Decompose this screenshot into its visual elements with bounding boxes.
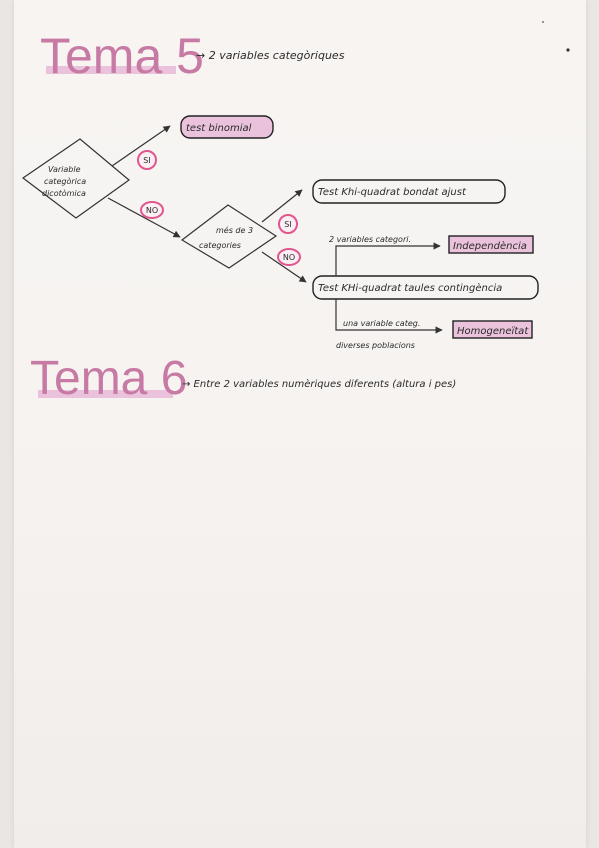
ink-speck-2 bbox=[542, 21, 544, 23]
homogeneitat-label: Homogeneïtat bbox=[457, 326, 529, 337]
branch-a-label: 2 variables categori. bbox=[329, 235, 411, 244]
tema6-title-underline bbox=[38, 390, 173, 398]
arrow-to-taules bbox=[261, 251, 307, 283]
q2-line-2: categories bbox=[199, 241, 241, 250]
q2-line-1: més de 3 bbox=[216, 225, 253, 235]
yes-label-2: SI bbox=[284, 220, 291, 229]
yes-badge-1 bbox=[137, 150, 157, 170]
no-label-1: NO bbox=[146, 206, 158, 215]
ink-speck bbox=[566, 48, 570, 52]
no-label-2: NO bbox=[283, 253, 295, 262]
branch-b-label-1: una variable categ. bbox=[343, 319, 420, 328]
homogeneitat-highlight bbox=[453, 321, 532, 338]
arrow-to-q2 bbox=[107, 197, 181, 238]
root-decision-diamond bbox=[21, 138, 130, 219]
arrow-to-homogeneitat bbox=[335, 299, 443, 334]
taules-box bbox=[312, 275, 539, 300]
binomial-highlight bbox=[181, 116, 273, 138]
root-line-2: categòrica bbox=[44, 176, 86, 186]
root-line-1: Variable bbox=[48, 165, 81, 174]
arrow-to-bondat bbox=[261, 189, 303, 223]
root-line-3: dicotòmica bbox=[42, 188, 86, 198]
independencia-highlight bbox=[449, 236, 533, 253]
branch-b-label-2: diverses poblacions bbox=[336, 341, 415, 350]
notebook-page bbox=[14, 0, 586, 848]
tema6-subtitle: → Entre 2 variables numèriques diferents… bbox=[182, 378, 456, 390]
no-badge-1 bbox=[140, 201, 164, 219]
yes-label-1: SI bbox=[143, 156, 150, 165]
test-taules-label: Test KHi-quadrat taules contingència bbox=[318, 282, 502, 294]
tema5-title-underline bbox=[46, 66, 176, 74]
no-badge-2 bbox=[277, 248, 301, 266]
test-bondat-label: Test Khi-quadrat bondat ajust bbox=[318, 187, 467, 198]
independencia-box bbox=[448, 235, 534, 254]
tema5-title: Tema 5 bbox=[40, 28, 204, 84]
independencia-label: Independència bbox=[453, 240, 527, 252]
binomial-box bbox=[180, 115, 274, 139]
bondat-box bbox=[312, 179, 506, 204]
categories-decision-diamond bbox=[180, 204, 278, 269]
tema6-title: Tema 6 bbox=[30, 352, 187, 405]
yes-badge-2 bbox=[278, 214, 298, 234]
homogeneitat-box bbox=[452, 320, 533, 339]
tema5-subtitle: → 2 variables categòriques bbox=[196, 49, 345, 62]
arrow-to-independencia bbox=[335, 242, 441, 276]
arrow-to-binomial bbox=[111, 125, 171, 167]
test-binomial-label: test binomial bbox=[186, 123, 252, 134]
